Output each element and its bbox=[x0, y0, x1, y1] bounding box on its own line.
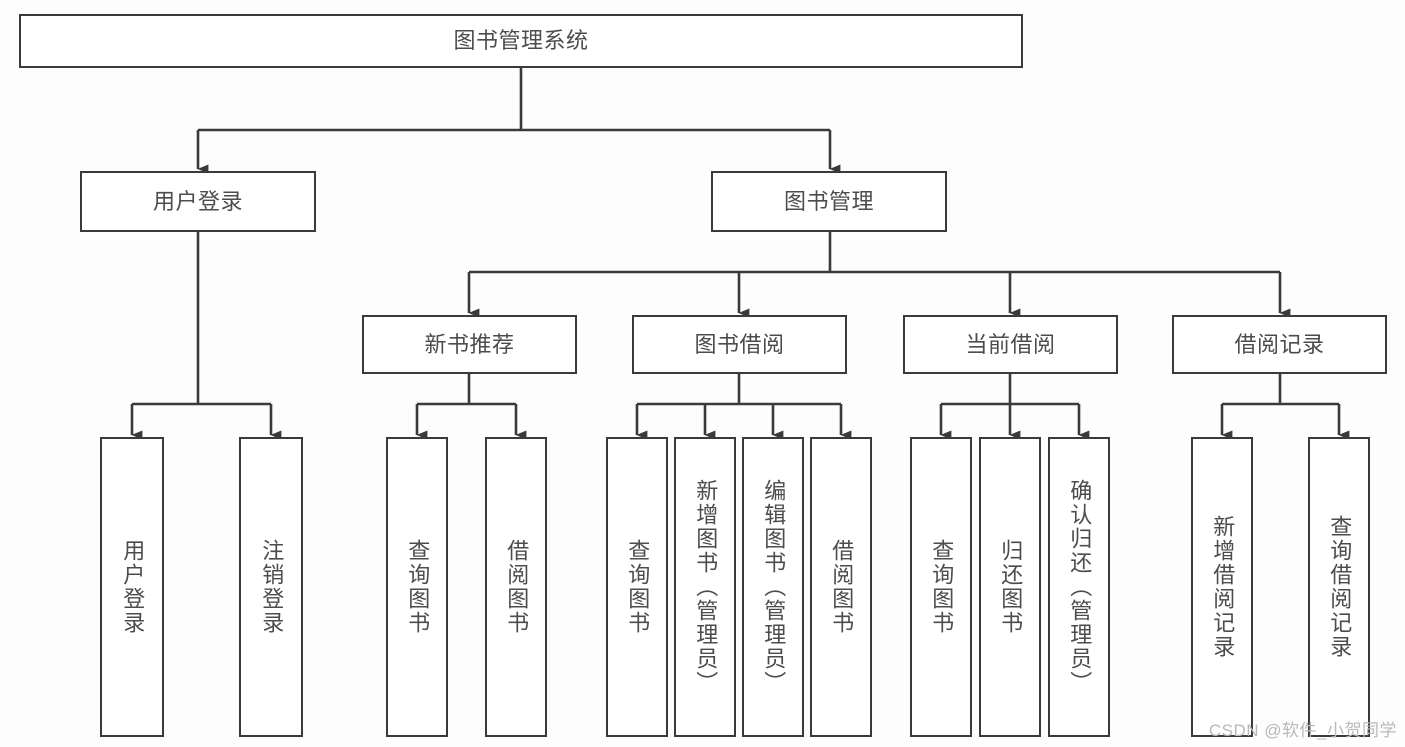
leaf-query-borrow-record[interactable]: 查询借阅记录 bbox=[1308, 437, 1370, 737]
leaf-edit-book-admin-label: 编辑图书（管理员） bbox=[761, 479, 787, 695]
node-book-management[interactable]: 图书管理 bbox=[711, 171, 947, 232]
leaf-add-book-admin[interactable]: 新增图书（管理员） bbox=[674, 437, 736, 737]
node-root[interactable]: 图书管理系统 bbox=[19, 14, 1023, 68]
node-root-label: 图书管理系统 bbox=[453, 28, 589, 54]
node-borrow-records[interactable]: 借阅记录 bbox=[1172, 315, 1387, 374]
leaf-logout-label: 注销登录 bbox=[259, 539, 285, 635]
node-user-login[interactable]: 用户登录 bbox=[80, 171, 316, 232]
leaf-borrow-book-recommend-label: 借阅图书 bbox=[504, 539, 530, 635]
node-book-borrow-label: 图书借阅 bbox=[694, 331, 785, 357]
leaf-return-book-label: 归还图书 bbox=[998, 539, 1024, 635]
leaf-edit-book-admin[interactable]: 编辑图书（管理员） bbox=[742, 437, 804, 737]
leaf-query-book-current[interactable]: 查询图书 bbox=[910, 437, 972, 737]
leaf-query-borrow-record-label: 查询借阅记录 bbox=[1327, 515, 1353, 659]
leaf-borrow-book-label: 借阅图书 bbox=[829, 539, 855, 635]
leaf-query-book-recommend-label: 查询图书 bbox=[405, 539, 431, 635]
node-user-login-label: 用户登录 bbox=[152, 188, 243, 214]
leaf-confirm-return-admin-label: 确认归还（管理员） bbox=[1067, 479, 1093, 695]
leaf-logout[interactable]: 注销登录 bbox=[239, 437, 303, 737]
node-book-management-label: 图书管理 bbox=[783, 188, 874, 214]
leaf-borrow-book-recommend[interactable]: 借阅图书 bbox=[485, 437, 547, 737]
leaf-query-book-current-label: 查询图书 bbox=[929, 539, 955, 635]
leaf-return-book[interactable]: 归还图书 bbox=[979, 437, 1041, 737]
leaf-add-borrow-record-label: 新增借阅记录 bbox=[1210, 515, 1236, 659]
leaf-confirm-return-admin[interactable]: 确认归还（管理员） bbox=[1048, 437, 1110, 737]
leaf-query-book-recommend[interactable]: 查询图书 bbox=[386, 437, 448, 737]
leaf-query-book-borrow[interactable]: 查询图书 bbox=[606, 437, 668, 737]
node-book-borrow[interactable]: 图书借阅 bbox=[632, 315, 847, 374]
watermark: CSDN @软件_小贺同学 bbox=[1208, 721, 1397, 740]
node-new-book-recommend-label: 新书推荐 bbox=[424, 331, 515, 357]
node-current-borrow-label: 当前借阅 bbox=[965, 331, 1056, 357]
leaf-add-borrow-record[interactable]: 新增借阅记录 bbox=[1191, 437, 1253, 737]
node-new-book-recommend[interactable]: 新书推荐 bbox=[362, 315, 577, 374]
leaf-add-book-admin-label: 新增图书（管理员） bbox=[693, 479, 719, 695]
node-current-borrow[interactable]: 当前借阅 bbox=[903, 315, 1118, 374]
leaf-borrow-book[interactable]: 借阅图书 bbox=[810, 437, 872, 737]
leaf-query-book-borrow-label: 查询图书 bbox=[625, 539, 651, 635]
leaf-user-login[interactable]: 用户登录 bbox=[100, 437, 164, 737]
node-borrow-records-label: 借阅记录 bbox=[1234, 331, 1325, 357]
leaf-user-login-label: 用户登录 bbox=[120, 539, 146, 635]
